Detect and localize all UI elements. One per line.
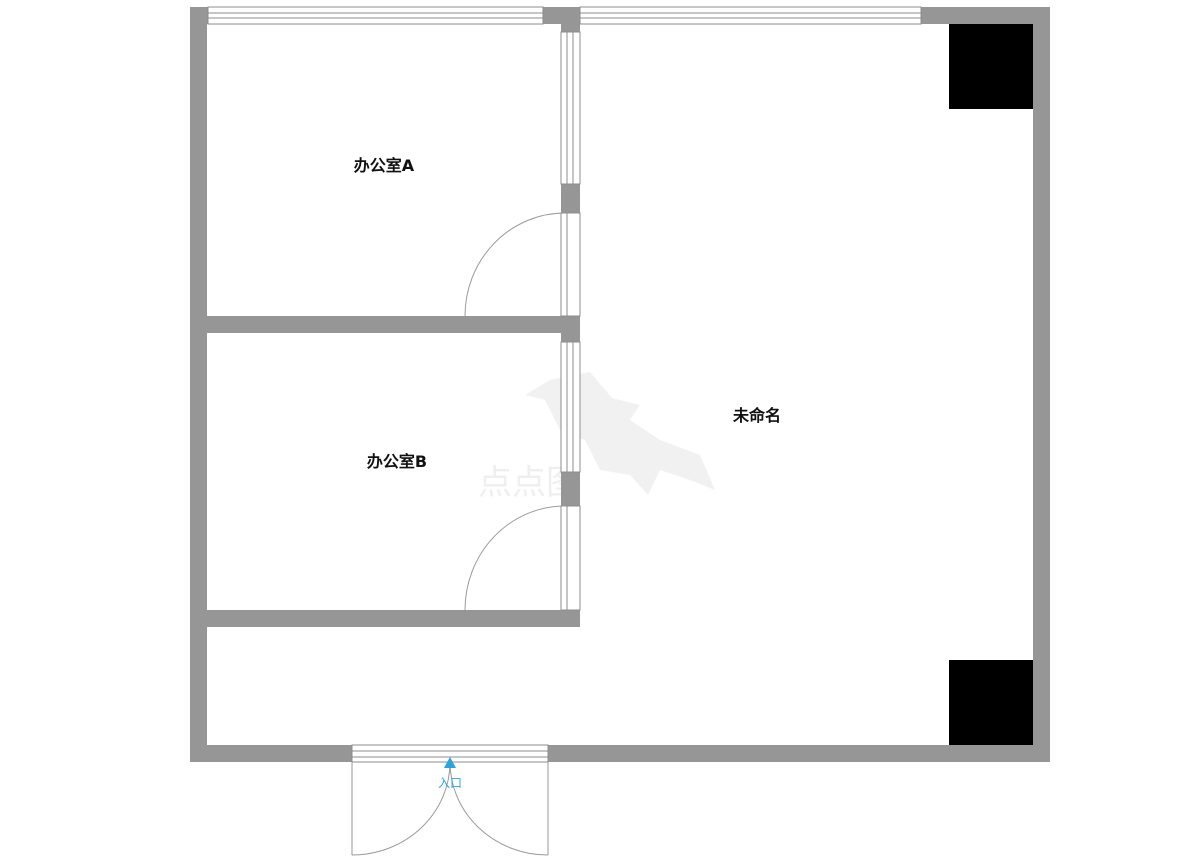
interior-walls (190, 7, 580, 627)
wall-partition-mid-a (561, 184, 580, 213)
window-partition-b (560, 341, 581, 473)
door-office-a (464, 212, 581, 317)
window-partition-a (560, 31, 581, 185)
entrance-swing-arc-right (449, 761, 549, 856)
room-label-office-a: 办公室A (354, 156, 415, 175)
entrance-marker: 入口 (438, 757, 462, 790)
room-label-office-b: 办公室B (367, 452, 427, 471)
wall-divider-a-b (190, 316, 580, 333)
column-bottom-right (949, 660, 1033, 745)
door-swing-arc-b (464, 505, 566, 611)
entrance-label: 入口 (438, 776, 462, 790)
wall-bottom-right-segment (548, 745, 1050, 762)
wall-partition-mid-b (561, 472, 580, 506)
wall-top-left-segment (190, 7, 208, 24)
wall-top-right-segment (921, 7, 1050, 24)
exterior-walls (190, 7, 1050, 762)
wall-bottom-office-b (190, 610, 580, 627)
wall-left (190, 7, 207, 762)
entrance-arrow-icon (444, 757, 456, 768)
room-label-main: 未命名 (732, 406, 781, 425)
door-office-b (464, 505, 581, 611)
wall-bottom-left-segment (190, 745, 352, 762)
window-top-right (579, 6, 922, 25)
door-swing-arc-a (464, 212, 566, 317)
wall-partition-junction (561, 316, 580, 342)
watermark-logo: 点点图 (478, 372, 715, 503)
wall-partition-top (561, 7, 580, 32)
window-top-left (207, 6, 544, 25)
wall-right (1033, 7, 1050, 762)
entrance-swing-arc-left (351, 761, 451, 856)
column-top-right (949, 24, 1033, 109)
